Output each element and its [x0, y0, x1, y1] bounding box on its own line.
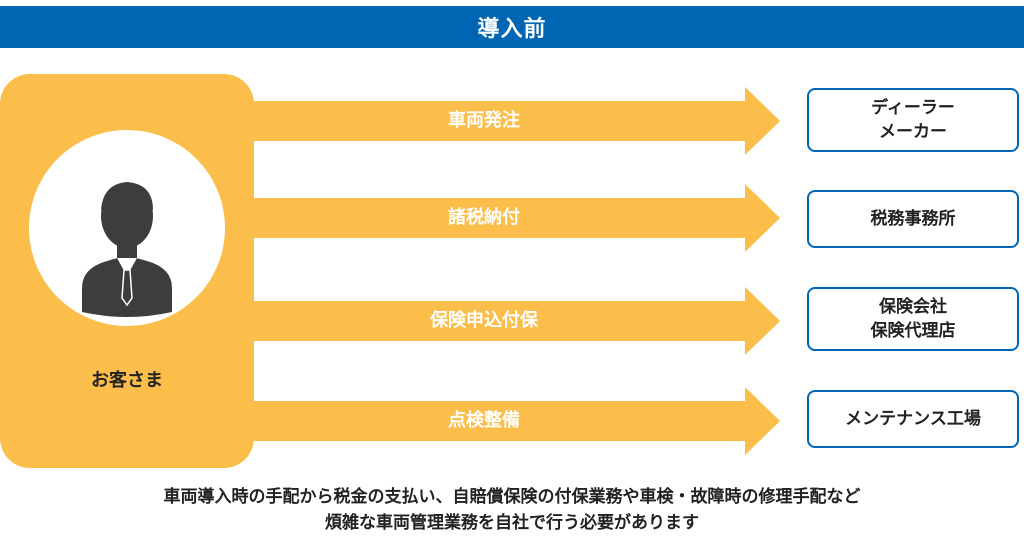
destination-dealer: ディーラー メーカー: [807, 88, 1019, 152]
flow-arrow-maintenance: [254, 387, 780, 455]
flow-arrow-tax: [254, 184, 780, 252]
destination-insurance-line2: 保険代理店: [870, 321, 956, 341]
destination-dealer-line1: ディーラー: [871, 98, 955, 118]
destination-maintenance-line1: メンテナンス工場: [845, 409, 981, 429]
footer-caption: 車両導入時の手配から税金の支払い、自賠償保険の付保業務や車検・故障時の修理手配な…: [0, 484, 1024, 536]
flow-label-maintenance: 点検整備: [448, 410, 520, 431]
flow-arrow-order: [254, 87, 780, 155]
customer-label: お客さま: [91, 370, 163, 391]
destination-tax-office: 税務事務所: [807, 190, 1019, 248]
customer-panel: お客さま: [0, 74, 254, 468]
destination-dealer-line2: メーカー: [879, 122, 947, 142]
footer-line2: 煩雑な車両管理業務を自社で行う必要があります: [325, 513, 699, 533]
footer-line1: 車両導入時の手配から税金の支払い、自賠償保険の付保業務や車検・故障時の修理手配な…: [163, 487, 861, 507]
flow-label-tax: 諸税納付: [448, 207, 520, 228]
flow-arrow-insurance: [254, 287, 780, 355]
avatar: [29, 130, 225, 326]
businessman-icon: [82, 182, 172, 317]
flow-label-insurance: 保険申込付保: [430, 310, 538, 331]
header-banner: 導入前: [0, 6, 1024, 48]
destination-tax-office-line1: 税務事務所: [870, 209, 956, 229]
destination-maintenance: メンテナンス工場: [807, 390, 1019, 448]
destination-insurance: 保険会社 保険代理店: [807, 287, 1019, 351]
flow-label-order: 車両発注: [448, 110, 520, 131]
destination-insurance-line1: 保険会社: [879, 297, 947, 317]
header-title: 導入前: [477, 17, 547, 42]
